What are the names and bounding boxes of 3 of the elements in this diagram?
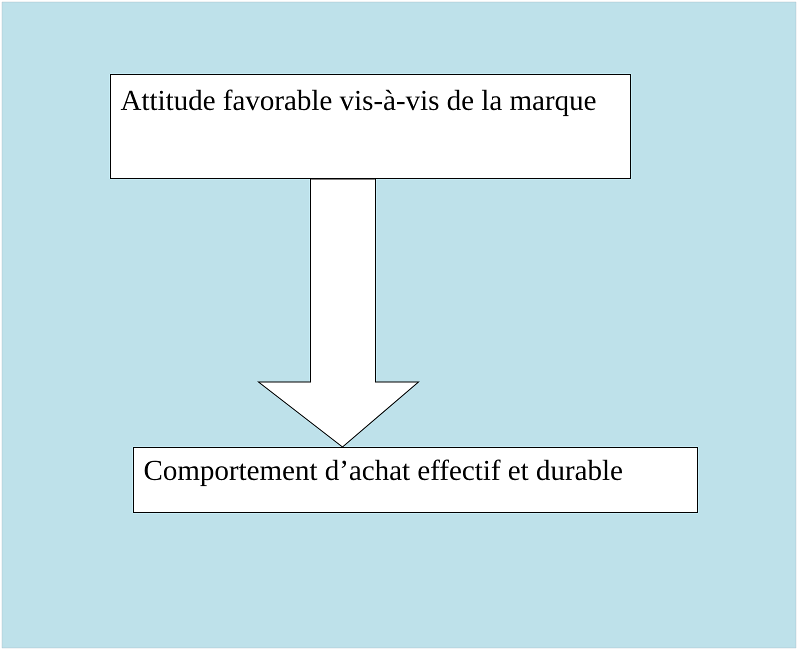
text-box: Attitude favorable vis-à-vis de la marque (110, 74, 631, 179)
text-box: Comportement d’achat effectif et durable (133, 447, 698, 513)
block-arrow (257, 178, 420, 448)
